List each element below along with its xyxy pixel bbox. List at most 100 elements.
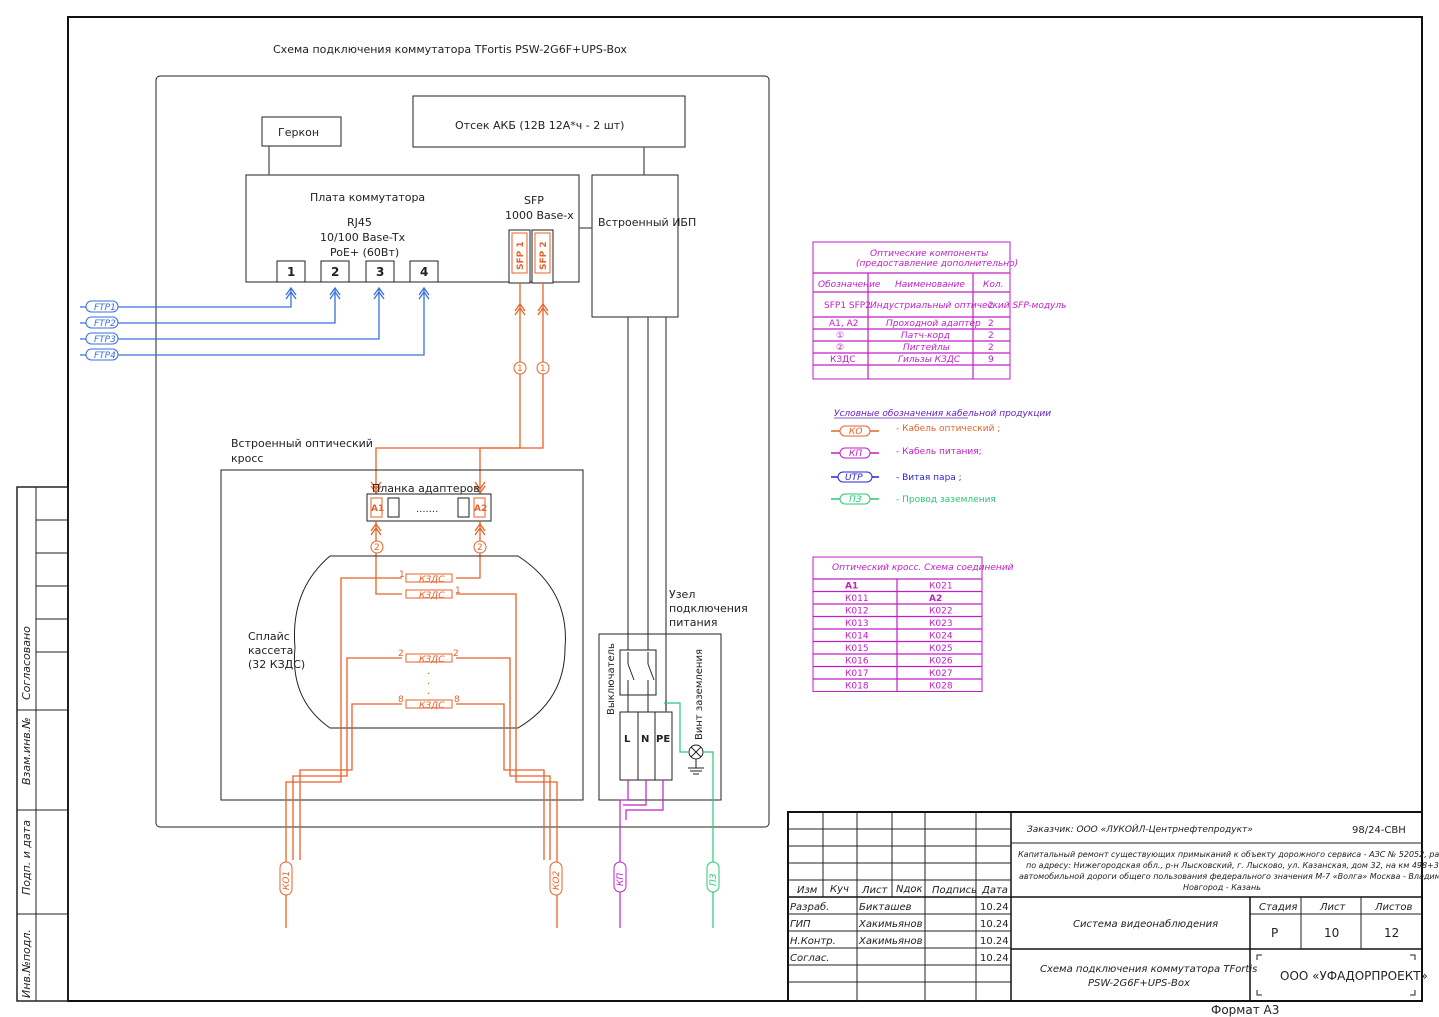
legend-text-kp: - Кабель питания; bbox=[896, 447, 982, 457]
ups-label: Встроенный ИБП bbox=[598, 216, 696, 229]
opt-r2-c3: 2 bbox=[988, 319, 994, 329]
legend-code-kp: КП bbox=[849, 449, 862, 459]
cross-row-1-right: К021 bbox=[929, 582, 953, 592]
optical-cables-out: КО1 КО2 bbox=[279, 860, 563, 928]
opt-r4-c3: 2 bbox=[988, 343, 994, 353]
stamp-project-3: автомобильной дороги общего пользования … bbox=[1019, 872, 1439, 881]
kzds-marker-2a: 2 bbox=[398, 649, 404, 659]
terminal-l: L bbox=[624, 734, 631, 745]
stamp-role-2: ГИП bbox=[790, 919, 811, 930]
kzds-marker-8a: 8 bbox=[398, 695, 404, 705]
opt-r5-c1: КЗДС bbox=[830, 355, 855, 365]
title-block: Изм Куч Лист Nдок Подпись Дата Разраб. Б… bbox=[787, 811, 1439, 1017]
kzds-dot-3: . bbox=[427, 686, 430, 697]
stamp-customer: Заказчик: ООО «ЛУКОЙЛ-Центрнефтепродукт» bbox=[1027, 823, 1253, 835]
kzds-dot-1: . bbox=[427, 666, 430, 677]
adapter-a2: A2 bbox=[474, 504, 487, 514]
ftp-label-2: FTP2 bbox=[94, 319, 116, 329]
opt-r4-c1: ② bbox=[836, 343, 844, 353]
stamp-col-sign: Подпись bbox=[932, 885, 977, 896]
cross-row-3-left: К012 bbox=[845, 607, 869, 617]
rj45-port-4 bbox=[409, 260, 439, 283]
sfp-slot-label-1: SFP 1 bbox=[516, 241, 526, 270]
ftp-cables: FTP1 FTP2 FTP3 FTP4 bbox=[80, 286, 430, 361]
splice-cassette bbox=[293, 555, 566, 729]
terminal-block: L N PE bbox=[619, 711, 673, 781]
terminal-n: N bbox=[641, 734, 649, 745]
cross-row-8-right: К027 bbox=[929, 669, 953, 679]
sfp-slot-label-2: SFP 2 bbox=[539, 241, 549, 270]
legend-title: Условные обозначения кабельной продукции bbox=[834, 409, 1051, 419]
side-replace-inv: Взам.инв.№ bbox=[20, 717, 33, 785]
stamp-stage: Р bbox=[1271, 926, 1278, 940]
opt-table-subtitle: (предоставление дополнительно) bbox=[856, 259, 1018, 269]
cable-pz: ПЗ bbox=[709, 873, 719, 886]
opt-r4-c2: Пигтейлы bbox=[903, 343, 950, 353]
kzds-marker-2b: 2 bbox=[453, 649, 459, 659]
opt-r3-c2: Патч-корд bbox=[901, 331, 950, 341]
kzds-marker-1a: 1 bbox=[399, 570, 405, 580]
cross-row-8-left: К017 bbox=[845, 669, 869, 679]
stamp-col-list: Лист bbox=[861, 885, 889, 896]
legend-code-ko: КО bbox=[849, 427, 862, 437]
stamp-system: Система видеонаблюдения bbox=[1073, 918, 1218, 930]
side-approved: Согласовано bbox=[20, 626, 33, 700]
kzds-3: КЗДС bbox=[419, 655, 445, 665]
opt-r1-c1: SFP1 SFP2 bbox=[824, 301, 871, 311]
stamp-role-1: Разраб. bbox=[790, 901, 829, 913]
cross-row-9-left: К018 bbox=[845, 682, 869, 692]
stamp-sheets-h: Листов bbox=[1374, 902, 1412, 913]
opt-h-1: Обозначение bbox=[818, 280, 881, 290]
stamp-col-kuch: Куч bbox=[830, 884, 849, 895]
gerkon-block bbox=[261, 116, 342, 147]
stamp-stage-h: Стадия bbox=[1259, 902, 1297, 913]
stamp-name-1: Бикташев bbox=[859, 902, 912, 913]
cross-row-6-left: К015 bbox=[845, 644, 869, 654]
cross-row-7-left: К016 bbox=[845, 657, 869, 667]
optical-components-table: Оптические компоненты (предоставление до… bbox=[812, 241, 1066, 380]
cross-table-title: Оптический кросс. Схема соединений bbox=[832, 563, 1014, 573]
stamp-sheet-title-2: PSW-2G6F+UPS-Box bbox=[1088, 978, 1190, 989]
splice-label-3: (32 КЗДС) bbox=[248, 658, 305, 671]
splice-label-1: Сплайс bbox=[248, 630, 290, 643]
cable-ko1: КО1 bbox=[282, 871, 292, 890]
patch-marker-2: 1 bbox=[540, 364, 546, 374]
kzds-marker-1b: 1 bbox=[455, 586, 461, 596]
cross-row-1-left: A1 bbox=[845, 582, 858, 592]
sfp-speed: 1000 Base-x bbox=[505, 209, 574, 222]
rj45-speed: 10/100 Base-Tx bbox=[320, 231, 406, 244]
cable-ko2: КО2 bbox=[552, 871, 562, 890]
cable-legend: Условные обозначения кабельной продукции… bbox=[831, 409, 1051, 505]
ftp-label-1: FTP1 bbox=[94, 303, 116, 313]
sfp-label: SFP bbox=[524, 194, 544, 207]
diagram-title: Схема подключения коммутатора TFortis PS… bbox=[273, 43, 627, 56]
kzds-1: КЗДС bbox=[419, 575, 445, 585]
legend-text-ko: - Кабель оптический ; bbox=[896, 424, 1000, 434]
opt-h-2: Наименование bbox=[895, 280, 965, 290]
legend-text-utp: - Витая пара ; bbox=[896, 473, 962, 483]
cross-row-4-left: К013 bbox=[845, 619, 869, 629]
side-inv-original: Инв.№подл. bbox=[20, 929, 33, 998]
patch-cords: 1 1 bbox=[370, 283, 550, 495]
power-node-box bbox=[598, 633, 722, 801]
terminal-pe: PE bbox=[656, 734, 670, 745]
battery-block bbox=[412, 95, 686, 148]
enclosure-box bbox=[155, 75, 770, 828]
opt-r2-c2: Проходной адаптер bbox=[886, 319, 981, 329]
cross-row-2-right: A2 bbox=[929, 594, 942, 604]
ground-screw-label: Винт заземления bbox=[694, 649, 705, 740]
cross-row-7-right: К026 bbox=[929, 657, 953, 667]
stamp-name-2: Хакимьянов bbox=[858, 919, 923, 930]
opt-r2-c1: A1, A2 bbox=[829, 319, 859, 329]
stamp-project-4: Новгород - Казань bbox=[1183, 883, 1261, 892]
stamp-col-date: Дата bbox=[981, 885, 1008, 896]
rj45-ports: 1 2 3 4 bbox=[276, 260, 439, 283]
cross-label-2: кросс bbox=[231, 452, 263, 465]
battery-label: Отсек АКБ (12В 12А*ч - 2 шт) bbox=[455, 119, 624, 132]
stamp-format: Формат А3 bbox=[1211, 1003, 1279, 1017]
ftp-label-4: FTP4 bbox=[94, 351, 116, 361]
power-node-label-1: Узел bbox=[669, 588, 695, 601]
stamp-date-3: 10.24 bbox=[980, 936, 1009, 947]
